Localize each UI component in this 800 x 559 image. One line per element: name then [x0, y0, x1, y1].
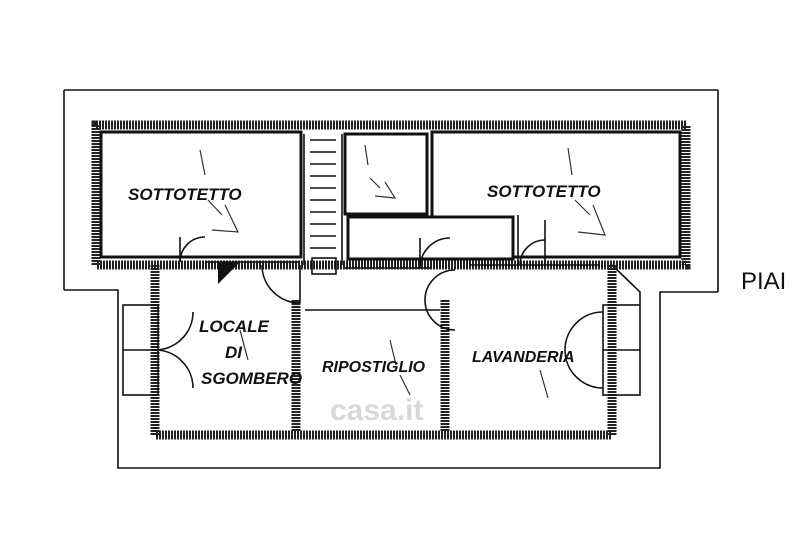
hatched-corner: [218, 262, 240, 284]
label-sottotetto-left: SOTTOTETTO: [128, 185, 242, 204]
handwritten-marks: [199, 144, 606, 399]
balcony-frames: [122, 264, 641, 396]
watermark-text: casa.it: [330, 394, 423, 427]
label-sottotetto-right: SOTTOTETTO: [487, 182, 601, 201]
label-lavanderia: LAVANDERIA: [472, 349, 575, 366]
staircase: [310, 139, 337, 275]
doors: [154, 236, 604, 389]
label-ripostiglio: RIPOSTIGLIO: [322, 359, 426, 376]
label-sgombero: SGOMBERO: [201, 369, 302, 388]
label-locale: LOCALE: [199, 317, 270, 336]
label-di: DI: [225, 343, 243, 362]
border-frame: [63, 89, 719, 469]
label-side-piano: PIAI: [741, 268, 786, 295]
interior-walls: [99, 130, 682, 432]
